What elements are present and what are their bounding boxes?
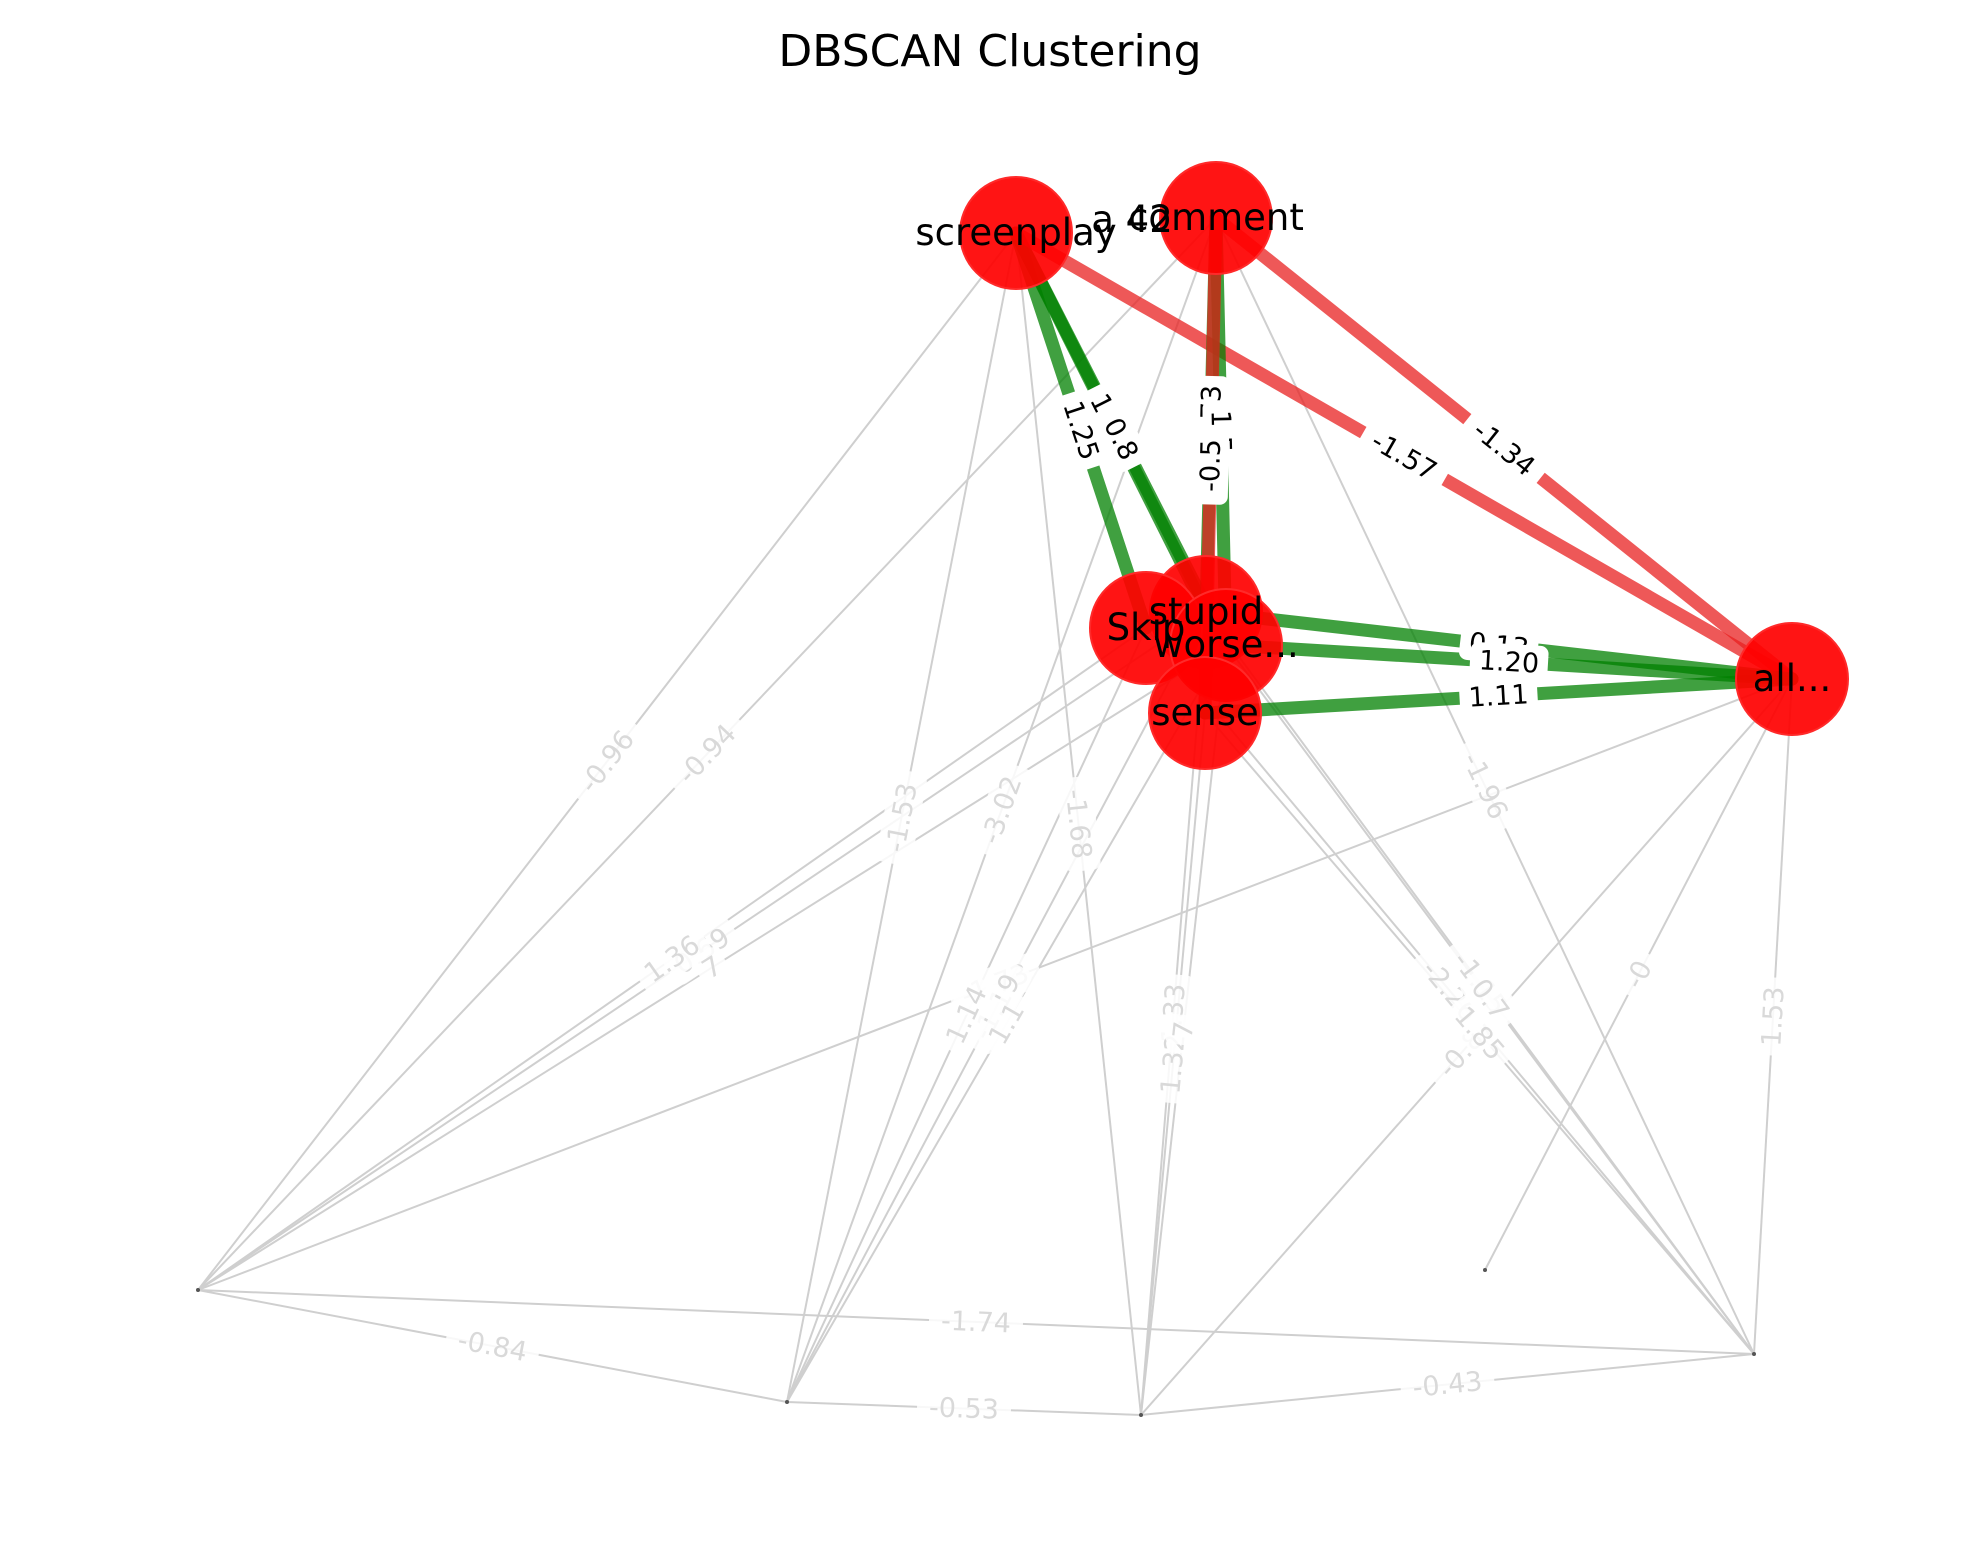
faint-edge-label: -0 <box>1614 948 1663 1001</box>
faint-edge-label-text: -1.68 <box>1059 788 1097 861</box>
faint-edge-label-box <box>664 710 750 798</box>
faint-edge-label: -1.68 <box>1056 776 1101 872</box>
faint-edge-label-box <box>876 769 927 866</box>
faint-edge-label-box <box>1443 995 1516 1072</box>
strong-edge-label-text: 1.11 <box>1468 679 1530 713</box>
faint-edge-label: -0.43 <box>1399 1362 1496 1407</box>
faint-edge-label-box <box>936 974 997 1056</box>
faint-edge-label-box <box>978 990 1035 1057</box>
faint-edge-label: -1.53 <box>876 769 927 866</box>
faint-edge-label-box <box>928 1302 1024 1342</box>
faint-edge-label-text: -1.74 <box>940 1306 1011 1340</box>
strong-edge-label-box <box>1469 642 1549 682</box>
faint-edge-label-box <box>1056 776 1101 872</box>
faint-edge-label-box <box>916 1389 1012 1428</box>
faint-edge-label-box <box>1753 976 1793 1057</box>
faint-edge-label-box <box>1164 1013 1203 1047</box>
faint-edge-label-box <box>567 716 647 807</box>
minor-node-dot <box>196 1288 200 1292</box>
faint-edge-label-text: -0.84 <box>455 1325 529 1369</box>
node-comment <box>1159 161 1273 275</box>
strong-edge-label-box <box>1459 408 1549 489</box>
faint-edge-label-box <box>692 947 732 988</box>
node-label-screenplay: screenplay <box>915 211 1116 254</box>
strong-edge-label-text: -1.57 <box>1366 426 1442 488</box>
faint-edge-label-box <box>1451 738 1519 834</box>
node-all <box>1735 622 1849 736</box>
minor-node-dot <box>785 1400 789 1404</box>
strong-edge-label-box <box>1191 426 1230 505</box>
faint-edge-label-text: -0.43 <box>1411 1366 1484 1404</box>
strong-edge-label-box <box>1093 405 1149 473</box>
node-label-a42: a 42 <box>1091 198 1173 241</box>
strong-edge-label: -1.34 <box>1459 408 1549 489</box>
node-label-comment: comment <box>1128 196 1304 239</box>
chart-title: DBSCAN Clustering <box>778 26 1201 77</box>
faint-edge-label: -0.53 <box>916 1389 1012 1428</box>
edge-label-layer: -0.96-0.940.691.367-1.73-0.84-1.74-1.53-… <box>444 375 1793 1428</box>
strong-edge-label: -0.5 <box>1191 426 1230 505</box>
strong-edge-label: 1.11 <box>1458 676 1539 716</box>
faint-edge-label-box <box>1399 1362 1496 1407</box>
faint-edge-label: 7 <box>1164 1013 1203 1047</box>
strong-edge-label-box <box>1357 419 1451 493</box>
node-label-all: all... <box>1753 657 1832 700</box>
strong-edge-label: 1.20 <box>1469 642 1549 682</box>
faint-edge-label-box <box>632 925 712 993</box>
faint-edge-label: -1.74 <box>928 1302 1024 1342</box>
faint-edge-label-text: -0.53 <box>928 1392 999 1426</box>
faint-edge-label-box <box>1460 967 1520 1032</box>
node-screenplay <box>959 176 1073 290</box>
faint-edge-label-text: 7 <box>1168 1020 1201 1040</box>
node-sense <box>1148 656 1262 770</box>
faint-edge-label-box <box>970 761 1033 859</box>
faint-edge-label-text: -1.53 <box>880 780 924 855</box>
minor-node-dot <box>1139 1413 1143 1417</box>
minor-node-dot <box>1752 1352 1756 1356</box>
faint-edge-label: -0.94 <box>664 710 750 798</box>
strong-edge-label-text: -0.5 <box>1195 439 1227 492</box>
faint-edge-label-text: 1.53 <box>1756 986 1790 1048</box>
faint-edge-label-box <box>1614 948 1663 1001</box>
node-label-sense: sense <box>1151 691 1259 734</box>
faint-edge-label: -3.02 <box>970 761 1033 859</box>
faint-edge-label-box <box>444 1320 541 1372</box>
strong-edge-label-text: 1.20 <box>1478 645 1540 680</box>
strong-edge-label: -1.57 <box>1357 419 1451 493</box>
node-label-skip: Skip <box>1107 606 1186 649</box>
strong-edge-label-box <box>1458 676 1539 716</box>
faint-edge-label: 1.53 <box>1753 976 1793 1057</box>
node-label-stupid: stupid <box>1149 590 1264 633</box>
minor-node-dot <box>1483 1268 1487 1272</box>
faint-edge-label: -0.96 <box>567 716 647 807</box>
node-label-worse: worse... <box>1153 623 1298 666</box>
strong-edge-label-box <box>1053 389 1109 472</box>
faint-edge-label: -0.84 <box>444 1320 541 1372</box>
